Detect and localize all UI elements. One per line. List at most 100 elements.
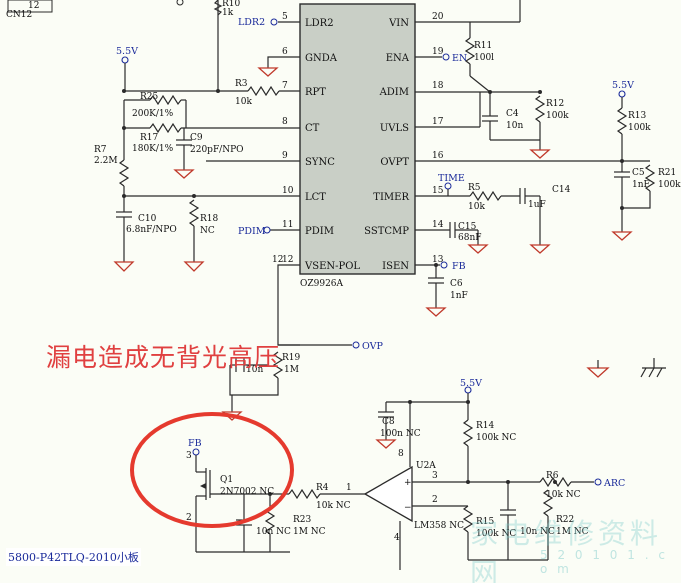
r15-ref: R15 <box>476 517 495 527</box>
r21-ref: R21 <box>658 168 676 178</box>
r25-value: 200K/1% <box>132 109 174 119</box>
r17-value: 180K/1% <box>132 144 174 154</box>
connector-pin-label: 12 <box>28 1 39 11</box>
c9-ref: C9 <box>190 133 203 143</box>
power-right: 5.5V <box>612 80 634 91</box>
r21-value: 100k <box>658 180 681 190</box>
r23-ref: R23 <box>293 515 312 525</box>
ic-pin-name: CT <box>305 123 320 134</box>
c8-ref: C8 <box>382 417 395 427</box>
c15-value: 68nF <box>458 233 482 243</box>
ic-pin-name: LCT <box>305 192 326 203</box>
ic-pin-name: SYNC <box>305 157 335 168</box>
c4-value: 10n <box>506 121 523 131</box>
svg-text:+: + <box>404 478 412 488</box>
q1-pin2: 2 <box>186 513 192 523</box>
ic-ref: OZ9926A <box>300 279 344 289</box>
ic-pin-number: 12 <box>282 255 293 265</box>
net-pdim: PDIM <box>238 226 266 237</box>
opamp-symbol <box>363 465 413 523</box>
connector-label: CN12 <box>6 10 33 20</box>
fault-annotation: 漏电造成无背光高压 <box>46 343 281 372</box>
c5-ref: C5 <box>632 168 645 178</box>
r11-value: 100l <box>474 53 494 63</box>
ic-pin-number: 6 <box>282 47 288 57</box>
r19-value: 1M <box>284 365 299 375</box>
ic-pin-name: VSEN-POL <box>304 261 360 272</box>
connector-cn12 <box>7 0 53 13</box>
r6-ref: R6 <box>546 471 559 481</box>
r5-ref: R5 <box>468 183 481 193</box>
r3-value: 10k <box>235 97 252 107</box>
ic-pin-number: 14 <box>432 220 444 230</box>
r18-ref: R18 <box>200 214 219 224</box>
ic-pin-number: 8 <box>282 117 288 127</box>
r18-value: NC <box>200 226 215 236</box>
opamp-pin8: 8 <box>398 449 404 459</box>
r5-value: 10k <box>468 202 485 212</box>
q1-ref: Q1 <box>220 475 233 485</box>
opamp-pin3: 3 <box>432 471 438 481</box>
u2a-ref: U2A <box>416 461 436 471</box>
ic-pin-number: 18 <box>432 81 444 91</box>
opamp-pin1: 1 <box>346 483 352 493</box>
ic-pin-name: SSTCMP <box>364 226 409 237</box>
net-ovp: OVP <box>362 341 383 352</box>
ic-pin-number: 16 <box>432 151 444 161</box>
r4-ref: R4 <box>316 483 329 493</box>
ic-pin-name: ADIM <box>379 87 409 98</box>
r10-value: 1k <box>222 8 234 18</box>
ic-pin-name: LDR2 <box>305 18 334 29</box>
net-time: TIME <box>438 173 465 184</box>
c14-ref: C14 <box>552 185 571 195</box>
u2a-value: LM358 NC <box>414 521 464 531</box>
r7-ref: R7 <box>94 145 107 155</box>
r13-value: 100k <box>628 123 651 133</box>
q1-value: 2N7002 NC <box>220 487 274 497</box>
r12-ref: R12 <box>546 99 564 109</box>
c10-ref: C10 <box>138 214 157 224</box>
r13-ref: R13 <box>628 111 647 121</box>
ic-pin-name: TIMER <box>373 192 409 203</box>
r17-ref: R17 <box>140 133 159 143</box>
net-fb: FB <box>452 261 466 272</box>
net-en: EN <box>452 53 467 64</box>
ic-pin-number: 17 <box>432 117 444 127</box>
ic-pin-number: 10 <box>282 186 294 196</box>
ground-symbol <box>257 67 279 77</box>
c9-value: 220pF/NPO <box>190 145 244 155</box>
svg-text:−: − <box>404 503 412 513</box>
ic-right-pins: VIN20ENA19ADIM18UVLS17OVPT16TIMER15SSTCM… <box>364 12 444 272</box>
ic-pin-number: 13 <box>432 255 444 265</box>
c15-ref: C15 <box>458 222 477 232</box>
highlight-circle <box>130 412 294 528</box>
ic-pin-name: PDIM <box>305 226 334 237</box>
r12-value: 100k <box>546 111 569 121</box>
c6-value: 1nF <box>450 291 468 301</box>
opamp-pin4: 4 <box>394 533 400 543</box>
ic-pin-name: OVPT <box>380 157 409 168</box>
ic-pin-number: 19 <box>432 47 444 57</box>
net-fb2: FB <box>188 438 202 449</box>
r6-value: 10k NC <box>546 490 581 500</box>
r11-ref: R11 <box>474 41 492 51</box>
r3-ref: R3 <box>235 79 248 89</box>
ic-pin-number: 11 <box>282 220 293 230</box>
vsen-pin: 12 <box>272 255 283 265</box>
c5-value: 1nF <box>632 180 650 190</box>
ic-pin-number: 9 <box>282 151 288 161</box>
q1-pin3: 3 <box>186 451 192 461</box>
r14-ref: R14 <box>476 421 495 431</box>
r14-value: 100k NC <box>476 433 516 443</box>
ic-pin-name: RPT <box>305 87 326 98</box>
ic-pin-number: 5 <box>282 12 288 22</box>
r4-value: 10k NC <box>316 501 351 511</box>
c3-value: 10n <box>246 365 263 375</box>
c14-value: 1uF <box>528 200 546 210</box>
opamp-pin2: 2 <box>432 495 438 505</box>
ic-pin-name: VIN <box>388 18 409 29</box>
power-lower: 5.5V <box>460 378 482 389</box>
ic-pin-name: UVLS <box>380 123 409 134</box>
